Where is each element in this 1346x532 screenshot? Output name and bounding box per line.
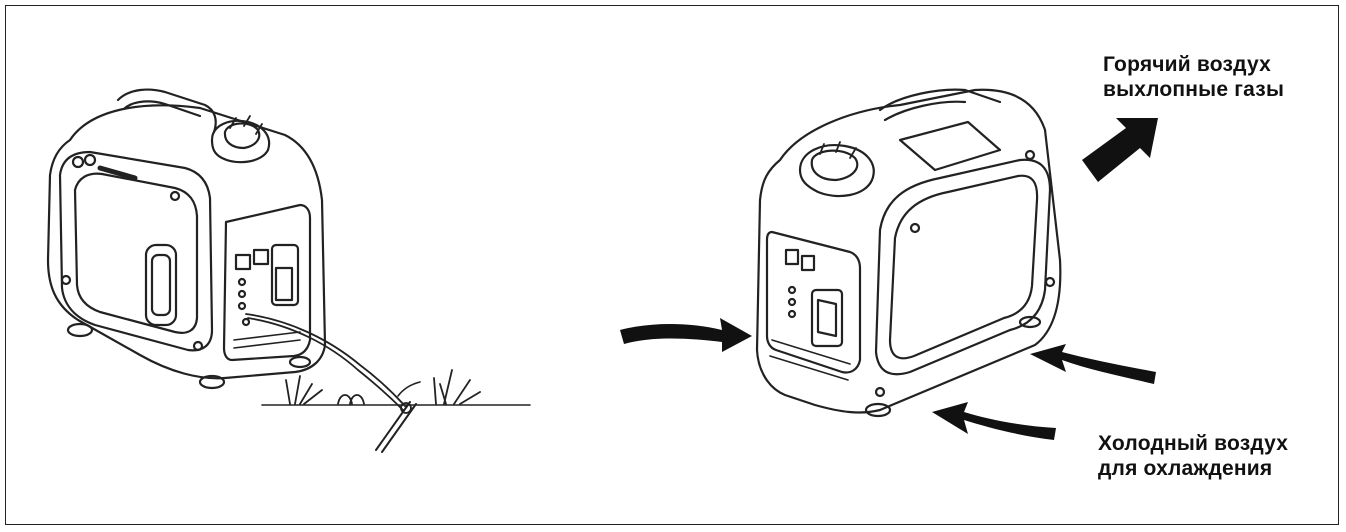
hot-air-label-line2: выхлопные газы (1103, 78, 1285, 101)
hot-air-label: Горячий воздух выхлопные газы (1103, 52, 1284, 102)
intake-arrow-bottom-icon (932, 402, 1056, 440)
generator-grounded-icon (46, 88, 327, 390)
cold-air-label: Холодный воздух для охлаждения (1098, 431, 1288, 481)
hot-air-arrow-icon (1082, 118, 1158, 182)
hot-air-label-line1: Горячий воздух (1103, 53, 1271, 76)
intake-arrow-right-icon (1030, 344, 1156, 384)
intake-arrow-left-icon (620, 318, 752, 352)
cold-air-label-line1: Холодный воздух (1098, 432, 1289, 455)
ground-rod-icon (245, 313, 531, 453)
airflow-arrow-icon (620, 118, 1158, 440)
illustration-frame (5, 5, 1339, 525)
cold-air-label-line2: для охлаждения (1098, 457, 1273, 480)
generator-airflow-icon (755, 88, 1062, 418)
